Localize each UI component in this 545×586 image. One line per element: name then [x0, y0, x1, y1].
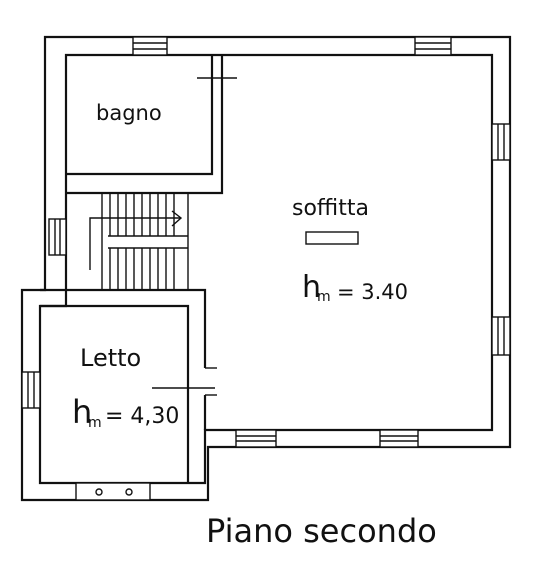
- letto-height-symbol: h: [72, 393, 92, 431]
- soffitta-height: h m = 3.40: [302, 270, 408, 305]
- window-bottom-right: [379, 429, 419, 448]
- letto-height-value: = 4,30: [105, 404, 179, 429]
- window-right-upper: [491, 123, 511, 161]
- soffitta-height-subscript: m: [317, 289, 331, 305]
- windows: [21, 36, 511, 501]
- soffitta-height-value: = 3.40: [337, 280, 408, 304]
- stair-lower-flight: [109, 248, 175, 290]
- window-bottom-center: [235, 429, 277, 448]
- room-label-bagno: bagno: [96, 101, 162, 125]
- window-letto-bottom: [75, 482, 151, 501]
- letto-height: h m = 4,30: [72, 393, 179, 431]
- soffitta-height-symbol: h: [302, 270, 321, 305]
- staircase: [89, 193, 189, 290]
- window-top-left: [132, 36, 168, 56]
- stair-upper-flight: [109, 193, 175, 236]
- room-label-letto: Letto: [80, 344, 141, 372]
- window-letto-left: [21, 371, 41, 409]
- window-top-right: [414, 36, 452, 56]
- attic-hatch: [305, 231, 359, 245]
- floor-title: Piano secondo: [206, 512, 437, 550]
- doors: [152, 60, 237, 396]
- stair-arrow-icon: [89, 210, 183, 270]
- window-stair-left: [48, 218, 67, 256]
- window-right-lower: [491, 316, 511, 356]
- letto-height-subscript: m: [88, 415, 102, 431]
- room-label-soffitta: soffitta: [292, 196, 369, 221]
